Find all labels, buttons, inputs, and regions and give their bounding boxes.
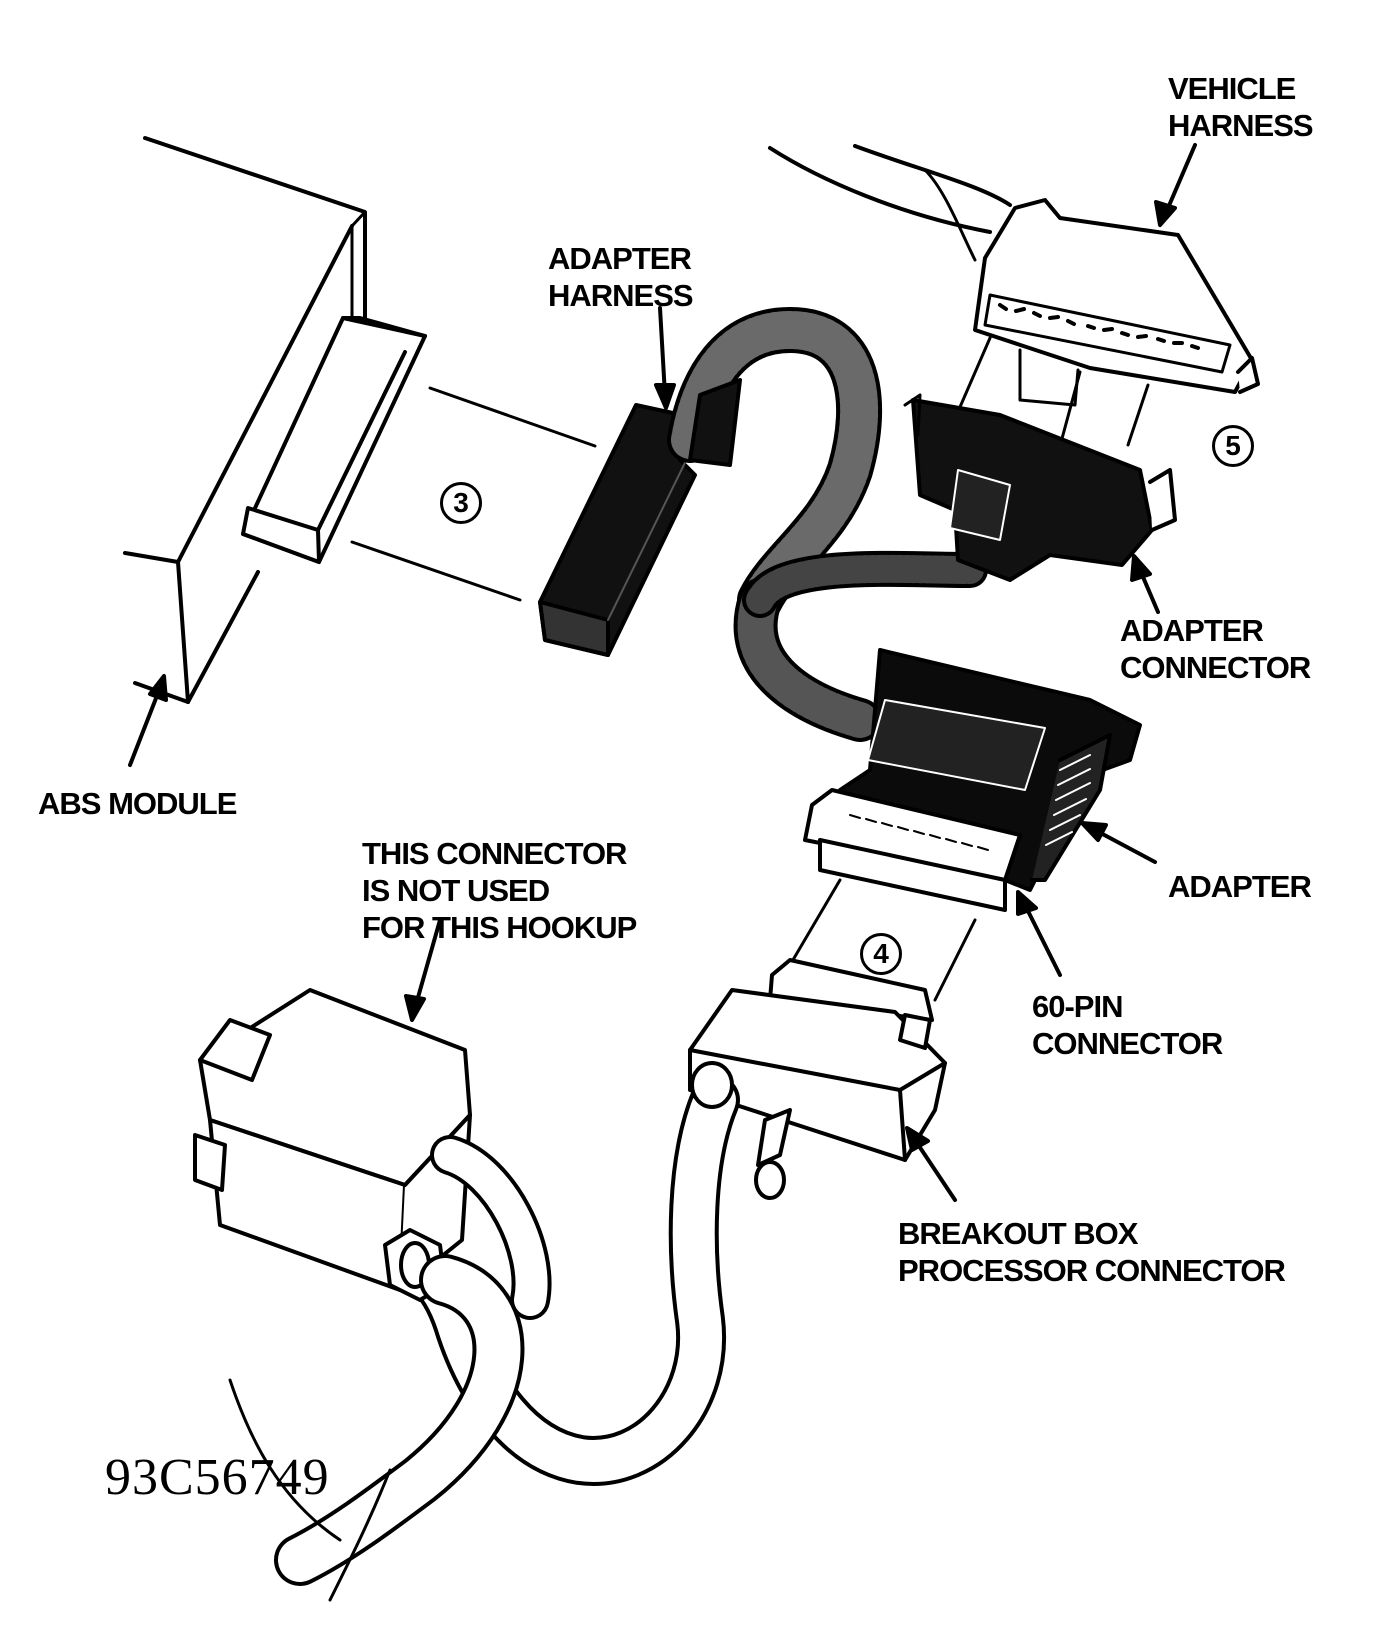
adapter-harness-drawing: [538, 307, 988, 742]
label-60-pin-connector: 60-PIN CONNECTOR: [1032, 989, 1223, 1061]
label-not-used-line2: IS NOT USED: [362, 873, 550, 908]
leader-arrows: [128, 143, 1197, 1202]
label-adapter-harness: ADAPTER HARNESS: [548, 241, 694, 313]
abs-module-drawing: [123, 136, 427, 704]
label-vehicle-harness: VEHICLE HARNESS: [1168, 71, 1314, 143]
adapter-drawing: [803, 648, 1142, 912]
callout-5: 5: [1212, 425, 1254, 467]
unused-connector-drawing: [193, 988, 552, 1602]
adapter-connector-drawing: [903, 393, 1177, 582]
callout-4: 4: [860, 933, 902, 975]
callout-3: 3: [440, 482, 482, 524]
label-abs-module: ABS MODULE: [38, 786, 237, 821]
figure-id: 93C56749: [105, 1449, 330, 1506]
label-breakout-box: BREAKOUT BOX PROCESSOR CONNECTOR: [898, 1216, 1286, 1288]
label-not-used: THIS CONNECTOR IS NOT USED FOR THIS HOOK…: [362, 836, 637, 945]
alignment-lines-3: [350, 386, 597, 602]
breakout-connector-drawing: [375, 958, 947, 1486]
vehicle-harness-drawing: [768, 144, 1260, 394]
alignment-lines-4: [788, 878, 977, 1002]
label-adapter-connector: ADAPTER CONNECTOR: [1120, 613, 1311, 685]
label-adapter: ADAPTER: [1168, 869, 1312, 904]
